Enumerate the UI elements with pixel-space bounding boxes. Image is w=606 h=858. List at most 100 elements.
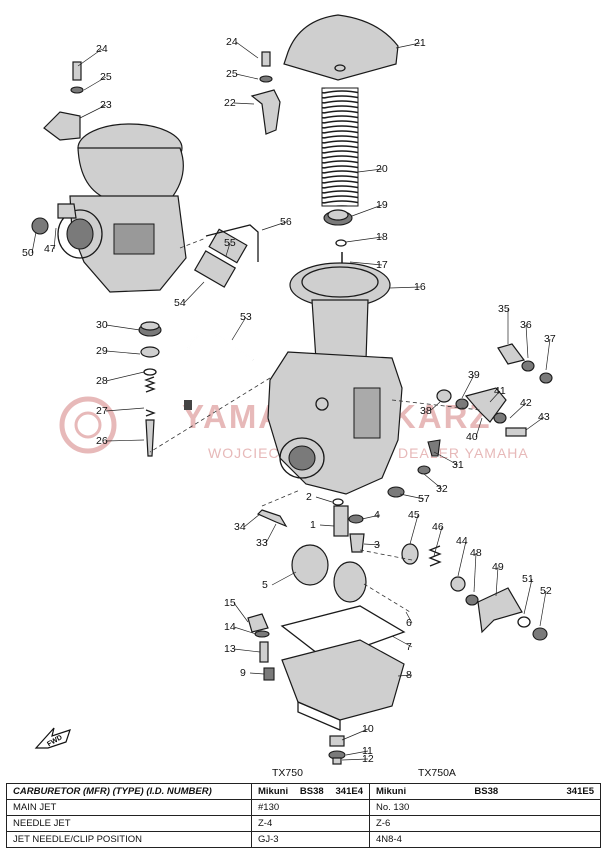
callout-40: 40 [466, 431, 478, 443]
leader-line [345, 750, 369, 756]
callout-31: 31 [452, 459, 464, 471]
callout-24: 24 [96, 43, 108, 55]
callout-53: 53 [240, 311, 252, 323]
callout-36: 36 [520, 319, 532, 331]
callout-38: 38 [420, 405, 432, 417]
callout-25: 25 [100, 71, 112, 83]
leader-line [105, 439, 145, 442]
row-left-value: Z-4 [251, 815, 370, 832]
row-label: MAIN JET [6, 799, 252, 816]
callout-20: 20 [376, 163, 388, 175]
row-right-value: Z-6 [369, 815, 601, 832]
callout-37: 37 [544, 333, 556, 345]
callout-28: 28 [96, 375, 108, 387]
callout-5: 5 [262, 579, 268, 591]
row-right-value: 4N8-4 [369, 831, 601, 848]
callout-48: 48 [470, 547, 482, 559]
callout-50: 50 [22, 247, 34, 259]
throttle-valve-spring [321, 87, 359, 207]
leader-line [77, 48, 103, 67]
carburetor-spec-table: CARBURETOR (MFR) (TYPE) (I.D. NUMBER) Mi… [6, 783, 601, 848]
row-right-value: No. 130 [369, 799, 601, 816]
leader-line [105, 407, 145, 412]
callout-3: 3 [374, 539, 380, 551]
leader-line [489, 390, 501, 403]
leader-line [231, 316, 247, 341]
callout-46: 46 [432, 521, 444, 533]
leader-line [233, 102, 255, 105]
callout-9: 9 [240, 667, 246, 679]
table-row: JET NEEDLE/CLIP POSITION GJ-3 4N8-4 [6, 831, 601, 848]
leader-line [31, 231, 37, 254]
leader-line [523, 578, 533, 615]
float [291, 544, 329, 586]
callout-24b: 24 [226, 36, 238, 48]
callout-13: 13 [224, 643, 236, 655]
leader-line [271, 571, 297, 586]
leader-line [265, 523, 277, 544]
float-bowl [281, 639, 405, 721]
callout-30: 30 [96, 319, 108, 331]
callout-19: 19 [376, 199, 388, 211]
callout-22: 22 [224, 97, 236, 109]
callout-44: 44 [456, 535, 468, 547]
callout-49: 49 [492, 561, 504, 573]
callout-55: 55 [224, 237, 236, 249]
leader-line [429, 401, 441, 412]
leader-line [83, 76, 107, 91]
leader-line [235, 41, 259, 59]
callout-10: 10 [362, 723, 374, 735]
leader-line [525, 324, 529, 359]
leader-line [361, 514, 381, 520]
callout-16: 16 [414, 281, 426, 293]
row-left-value: #130 [251, 799, 370, 816]
leader-line [433, 526, 443, 557]
callout-51: 51 [522, 573, 534, 585]
callout-35: 35 [498, 303, 510, 315]
table-header-row: CARBURETOR (MFR) (TYPE) (I.D. NUMBER) Mi… [6, 783, 601, 800]
bowl-gasket [280, 605, 406, 661]
callout-4: 4 [374, 509, 380, 521]
leader-line [457, 540, 467, 577]
leader-line [105, 324, 141, 331]
carburetor-exploded-diagram: YAMAHA LEKARZ WOJCIECH DEALER YAMAHA [22, 14, 556, 765]
callout-14: 14 [224, 621, 236, 633]
row-left-value: GJ-3 [251, 831, 370, 848]
callout-52: 52 [540, 585, 552, 597]
watermark-logo [59, 396, 117, 454]
table-header-label: CARBURETOR (MFR) (TYPE) (I.D. NUMBER) [6, 783, 252, 800]
callout-21: 21 [414, 37, 426, 49]
leader-line [389, 286, 421, 289]
callout-18: 18 [376, 231, 388, 243]
callout-32: 32 [436, 483, 448, 495]
leader-line [399, 493, 425, 500]
leader-line [475, 417, 483, 438]
callout-47: 47 [44, 243, 56, 255]
leader-line [405, 611, 413, 624]
model-label-left: TX750 [272, 767, 303, 779]
leader-line [423, 473, 443, 490]
table-row: MAIN JET #130 No. 130 [6, 799, 601, 816]
model-label-right: TX750A [418, 767, 456, 779]
top-cap [283, 14, 399, 81]
callout-43: 43 [538, 411, 550, 423]
assembled-carburetor [31, 111, 187, 293]
table-row: NEEDLE JET Z-4 Z-6 [6, 815, 601, 832]
leader-line [345, 236, 383, 243]
leader-line [105, 350, 141, 355]
leader-line [363, 543, 381, 546]
leader-line [315, 496, 333, 503]
callout-6: 6 [406, 617, 412, 629]
callout-11: 11 [362, 745, 373, 757]
leader-line [539, 590, 547, 627]
callout-34: 34 [234, 521, 246, 533]
leader-line [233, 626, 257, 635]
watermark-owner: WOJCIECH [208, 445, 291, 461]
callout-57: 57 [418, 493, 430, 505]
callout-54: 54 [174, 297, 186, 309]
leader-line [351, 204, 383, 217]
callout-27: 27 [96, 405, 108, 417]
callout-42: 42 [520, 397, 532, 409]
leader-line [341, 758, 369, 761]
